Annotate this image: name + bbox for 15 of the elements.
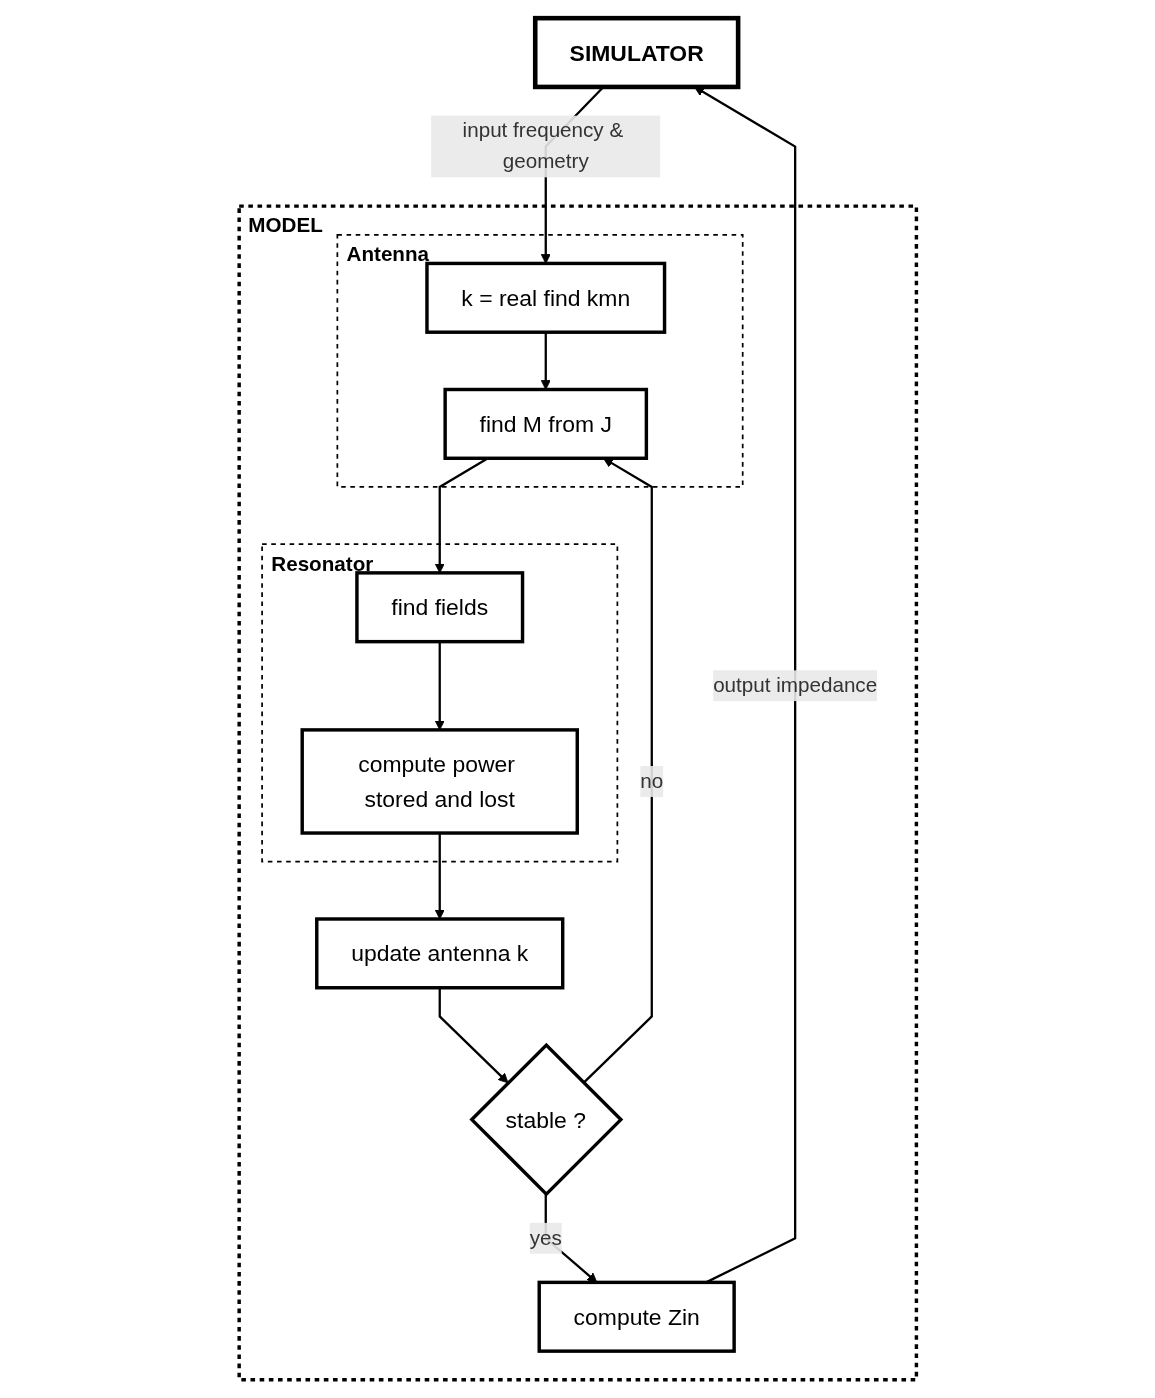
edge-label: input frequency & geometry [462, 119, 623, 173]
edge-label: output impedance [712, 673, 877, 697]
node-box: SIMULATOR [532, 15, 741, 90]
edge-label: yes [529, 1226, 562, 1250]
node-box: k = real find kmn [424, 261, 666, 334]
arrow [438, 987, 509, 1084]
node-diamond: stable ? [469, 1042, 623, 1197]
arrow [540, 332, 551, 390]
node-box: find fields [354, 571, 524, 644]
node-box: compute Zin [537, 1280, 736, 1353]
node-box: find M from J [443, 387, 648, 460]
node-box: update antenna k [314, 917, 565, 990]
edge-label: no [640, 769, 663, 793]
arrow [434, 833, 445, 920]
node-box: compute power stored and lost [300, 728, 579, 835]
